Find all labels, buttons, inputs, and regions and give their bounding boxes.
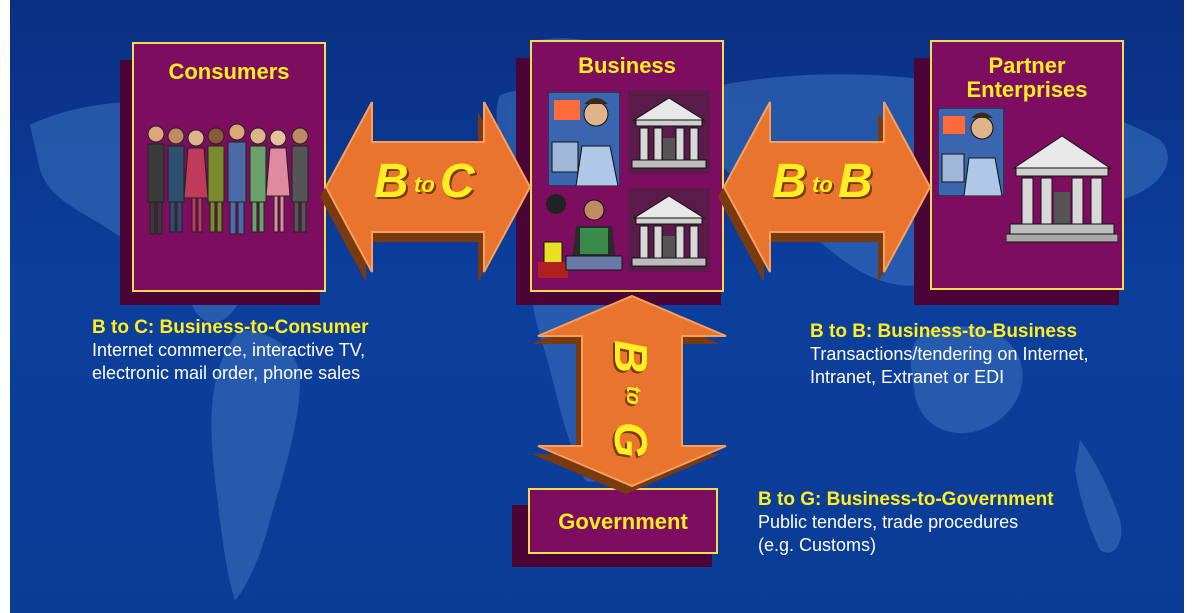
partner-title-line2: Enterprises xyxy=(966,77,1088,102)
bank-building-icon xyxy=(628,90,710,174)
b2b-line-2: Intranet, Extranet or EDI xyxy=(810,367,1005,387)
people-group-illustration xyxy=(147,123,309,235)
b2b-letter-a: B xyxy=(772,155,807,208)
consumers-title: Consumers xyxy=(168,59,290,84)
b2c-line-1: Internet commerce, interactive TV, xyxy=(92,340,366,360)
b2g-to: to xyxy=(622,386,644,405)
businessman-computer-illustration xyxy=(938,108,1004,196)
businessman-computer-illustration xyxy=(548,92,620,186)
b2g-heading: B to G: Business-to-Government xyxy=(758,489,1054,510)
b2g-double-arrow xyxy=(532,294,727,494)
b2b-letter-b: B xyxy=(838,155,873,208)
government-node: Government xyxy=(528,488,718,554)
b2c-letter-a: B xyxy=(374,155,409,208)
b2c-line-2: electronic mail order, phone sales xyxy=(92,363,361,383)
consumers-node: Consumers xyxy=(132,42,326,292)
partner-enterprises-node: Partner Enterprises xyxy=(930,40,1124,290)
business-node: Business xyxy=(530,40,724,292)
business-title: Business xyxy=(578,53,676,78)
b2g-line-2: (e.g. Customs) xyxy=(758,535,877,555)
b2b-line-1: Transactions/tendering on Internet, xyxy=(810,344,1089,364)
bank-building-icon xyxy=(1006,135,1118,243)
b2c-description: B to C: Business-to-Consumer Internet co… xyxy=(92,316,369,385)
b2c-double-arrow xyxy=(320,101,532,282)
b2b-to: to xyxy=(812,172,833,197)
b2c-to: to xyxy=(414,172,435,197)
b2g-letter-a: B xyxy=(605,340,657,374)
b2g-description: B to G: Business-to-Government Public te… xyxy=(758,488,1054,557)
b2c-letter-b: C xyxy=(440,155,475,208)
b2g-letter-b: G xyxy=(605,422,657,458)
worker-illustration xyxy=(538,194,623,278)
government-title: Government xyxy=(558,509,688,534)
b2b-double-arrow xyxy=(718,101,932,282)
b2c-heading: B to C: Business-to-Consumer xyxy=(92,317,369,338)
partner-title-line1: Partner xyxy=(988,53,1066,78)
bank-building-icon xyxy=(628,188,710,272)
b2b-description: B to B: Business-to-Business Transaction… xyxy=(810,320,1089,389)
b2b-heading: B to B: Business-to-Business xyxy=(810,321,1078,342)
b2g-line-1: Public tenders, trade procedures xyxy=(758,512,1019,532)
